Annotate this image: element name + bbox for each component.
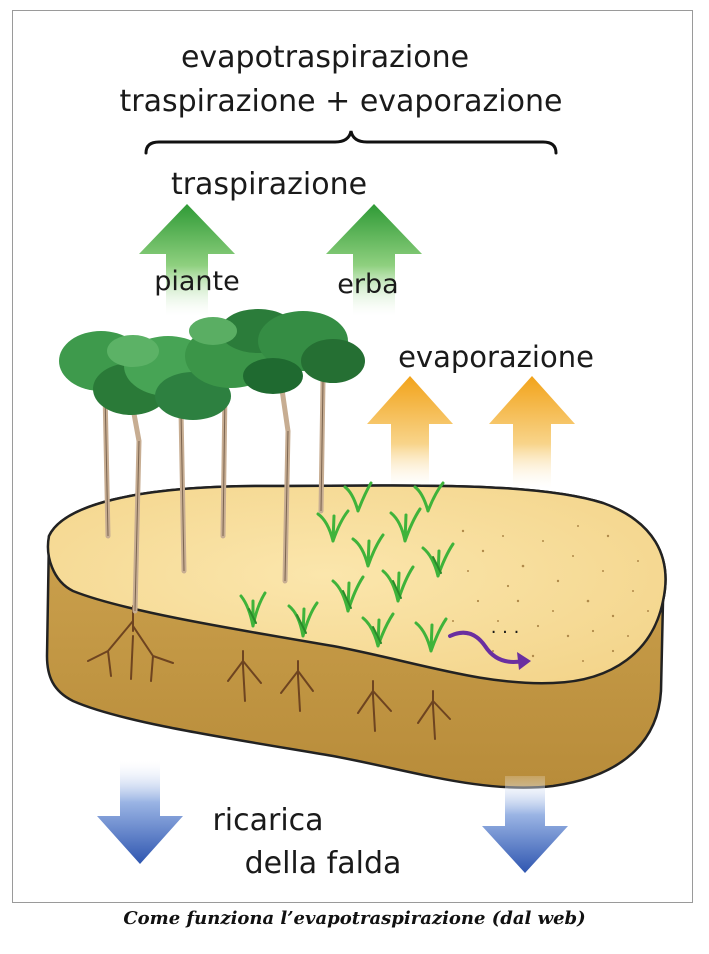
soil-block: . . . <box>45 484 667 789</box>
green-up-arrow-icon <box>326 204 422 316</box>
evapotranspiration-diagram: evapotraspirazione traspirazione + evapo… <box>45 40 667 881</box>
title-evapotranspiration: evapotraspirazione <box>181 40 469 75</box>
plants-label: piante <box>154 266 240 297</box>
curly-brace <box>144 130 558 155</box>
grass-tuft-icon <box>239 481 455 653</box>
blue-down-arrow-icon <box>97 761 183 864</box>
tree-trunk-outline <box>104 380 324 612</box>
orange-up-arrow-icon <box>367 376 453 489</box>
title-formula: traspirazione + evaporazione <box>120 84 563 119</box>
green-up-arrow-icon <box>139 204 235 316</box>
dots-label: . . . <box>491 617 520 638</box>
root-icon <box>87 605 451 740</box>
sand-speckles <box>452 525 649 662</box>
aquifer-label: della falda <box>245 846 402 881</box>
water-flow-arrow-icon <box>448 630 531 670</box>
blue-down-arrow-icon <box>482 776 568 873</box>
figure-caption: Come funziona l’evapotraspirazione (dal … <box>123 908 586 929</box>
diagram-frame: evapotraspirazione traspirazione + evapo… <box>12 10 693 903</box>
evaporation-label: evaporazione <box>398 340 594 374</box>
recharge-label: ricarica <box>212 803 323 838</box>
soil-top <box>46 484 667 685</box>
transpiration-label: traspirazione <box>171 167 367 202</box>
foliage <box>59 309 365 420</box>
grass-label: erba <box>337 269 398 300</box>
orange-up-arrow-icon <box>489 376 575 489</box>
grass-tuft-dark <box>248 556 442 644</box>
